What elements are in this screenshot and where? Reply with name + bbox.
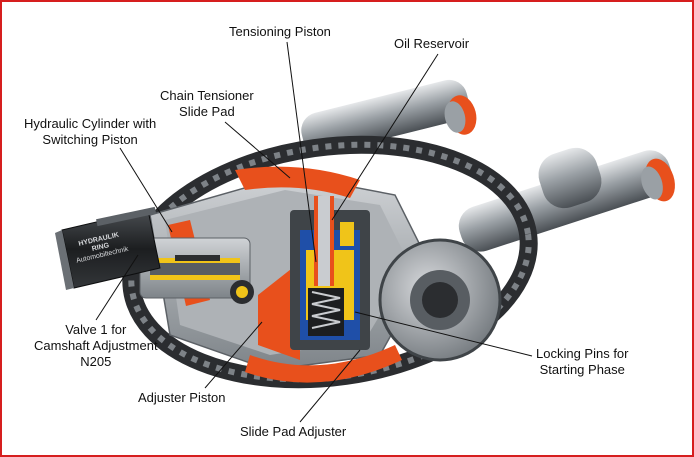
leader-valve-1	[95, 254, 139, 321]
leader-slide-pad-adjuster	[299, 349, 361, 423]
label-slide-pad-adjuster: Slide Pad Adjuster	[240, 424, 346, 440]
label-hydraulic-cylinder: Hydraulic Cylinder with Switching Piston	[24, 116, 156, 148]
label-hydraulic-cylinder-line2: Switching Piston	[42, 132, 138, 147]
label-locking-pins: Locking Pins for Starting Phase	[536, 346, 629, 378]
label-oil-reservoir: Oil Reservoir	[394, 36, 469, 52]
label-chain-tensioner-line1: Chain Tensioner	[160, 88, 254, 103]
label-oil-reservoir-text: Oil Reservoir	[394, 36, 470, 51]
lower-camshaft	[458, 147, 675, 252]
label-valve-1: Valve 1 for Camshaft Adjustment N205	[34, 322, 158, 370]
camshaft-sprocket	[378, 238, 502, 362]
leader-hydraulic-cylinder	[119, 147, 173, 233]
label-locking-pins-line2: Starting Phase	[539, 362, 625, 377]
label-adjuster-piston: Adjuster Piston	[138, 390, 225, 406]
label-hydraulic-cylinder-line1: Hydraulic Cylinder with	[24, 116, 157, 131]
upper-camshaft	[301, 79, 477, 155]
label-tensioning-piston-text: Tensioning Piston	[229, 24, 331, 39]
label-tensioning-piston: Tensioning Piston	[229, 24, 331, 40]
piston-assembly	[290, 196, 370, 350]
label-valve-1-line2: Camshaft Adjustment	[34, 338, 158, 353]
label-valve-1-line3: N205	[80, 354, 112, 369]
label-slide-pad-adjuster-text: Slide Pad Adjuster	[240, 424, 347, 439]
leader-tensioning-piston	[286, 41, 317, 263]
label-adjuster-piston-text: Adjuster Piston	[138, 390, 226, 405]
leader-oil-reservoir	[331, 53, 439, 221]
leader-chain-tensioner	[224, 121, 291, 179]
leader-locking-pins	[354, 311, 533, 357]
label-chain-tensioner-slide-pad: Chain Tensioner Slide Pad	[160, 88, 254, 120]
label-locking-pins-line1: Locking Pins for	[536, 346, 629, 361]
label-valve-1-line1: Valve 1 for	[65, 322, 127, 337]
leader-adjuster-piston	[204, 321, 263, 389]
label-chain-tensioner-line2: Slide Pad	[179, 104, 235, 119]
valve-n205	[55, 206, 161, 290]
